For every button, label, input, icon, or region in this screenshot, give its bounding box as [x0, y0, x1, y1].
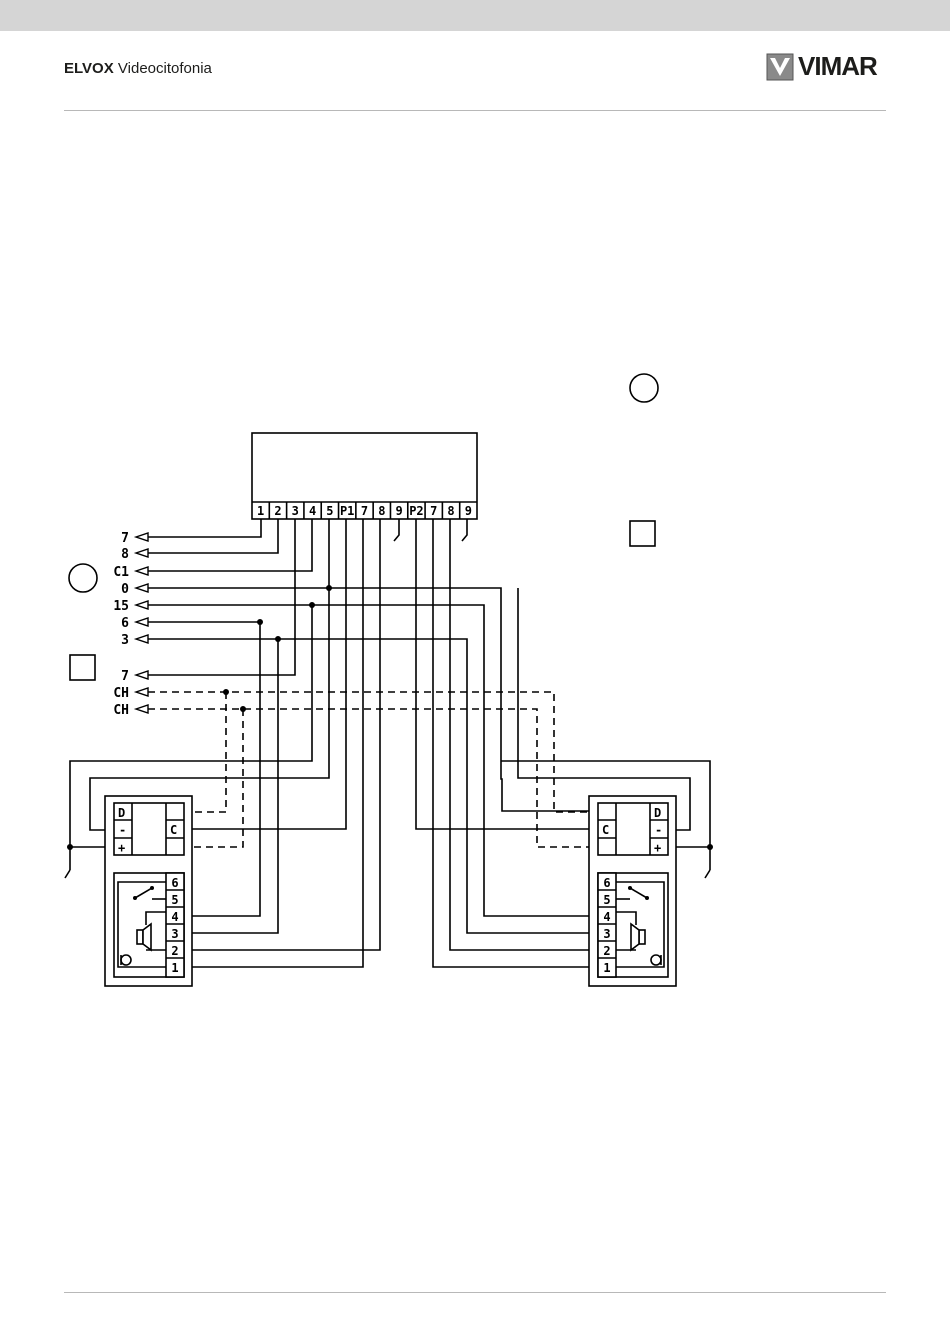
- relay-left-plus: +: [118, 841, 125, 855]
- unit-terminal-label: 1: [257, 504, 264, 518]
- unit-terminal-label: 4: [309, 504, 316, 518]
- wire-arrow-icon: [136, 671, 148, 679]
- relay-left-minus: -: [119, 823, 126, 837]
- wire-arrow-icon: [136, 533, 148, 541]
- handset-terminal-label: 5: [171, 893, 178, 907]
- legend-circle-icon: [630, 374, 658, 402]
- unit-terminal-label: 9: [395, 504, 402, 518]
- wire-label: 7: [121, 531, 129, 546]
- handset-terminal-label: 6: [603, 876, 610, 890]
- wire-arrow-icon: [136, 601, 148, 609]
- unit-terminal-label: 8: [447, 504, 454, 518]
- wire-arrow-icon: [136, 567, 148, 575]
- wire-arrow-icon: [136, 549, 148, 557]
- wire-label: C1: [113, 565, 129, 580]
- relay-right-c: C: [602, 823, 609, 837]
- handset-terminal-label: 1: [171, 961, 178, 975]
- handset-terminal-label: 4: [171, 910, 178, 924]
- unit-terminal-label: 2: [274, 504, 281, 518]
- handset-terminal-label: 2: [171, 944, 178, 958]
- wire-arrow-icon: [136, 688, 148, 696]
- unit-terminal-label: 5: [326, 504, 333, 518]
- wire-label: 8: [121, 547, 129, 562]
- wire-arrow-icon: [136, 705, 148, 713]
- unit-terminal-label: 7: [361, 504, 368, 518]
- relay-left-c: C: [170, 823, 177, 837]
- handset-terminal-label: 2: [603, 944, 610, 958]
- relay-right-plus: +: [654, 841, 661, 855]
- relay-right-minus: -: [655, 823, 662, 837]
- wire-label: 7: [121, 669, 129, 684]
- group-square-icon: [70, 655, 95, 680]
- wire-arrow-icon: [136, 635, 148, 643]
- unit-terminal-label: 8: [378, 504, 385, 518]
- handset-terminal-label: 1: [603, 961, 610, 975]
- handset-terminal-label: 4: [603, 910, 610, 924]
- relay-right-d: D: [654, 806, 661, 820]
- wire-label: 6: [121, 616, 129, 631]
- wire-label: 0: [121, 582, 129, 597]
- unit-terminal-label: P2: [409, 504, 423, 518]
- handset-terminal-label: 5: [603, 893, 610, 907]
- group-circle-icon: [69, 564, 97, 592]
- unit-terminal-label: P1: [340, 504, 354, 518]
- wire-arrow-icon: [136, 584, 148, 592]
- wire-arrow-icon: [136, 618, 148, 626]
- unit-terminal-label: 7: [430, 504, 437, 518]
- wire-label: 3: [121, 633, 129, 648]
- right-handset: D - + C 6 5 4 3 2 1: [589, 796, 676, 986]
- dashed-wires: [148, 689, 598, 847]
- handset-terminal-label: 6: [171, 876, 178, 890]
- wire-label: CH: [113, 703, 129, 718]
- wire-label: CH: [113, 686, 129, 701]
- wire-label: 15: [113, 599, 129, 614]
- handset-terminal-label: 3: [603, 927, 610, 941]
- legend-square-icon: [630, 521, 655, 546]
- relay-left-d: D: [118, 806, 125, 820]
- left-handset: D - + C 6 5 4 3 2 1: [105, 796, 192, 986]
- unit-terminal-label: 3: [292, 504, 299, 518]
- handset-terminal-label: 3: [171, 927, 178, 941]
- unit-terminal-label: 9: [465, 504, 472, 518]
